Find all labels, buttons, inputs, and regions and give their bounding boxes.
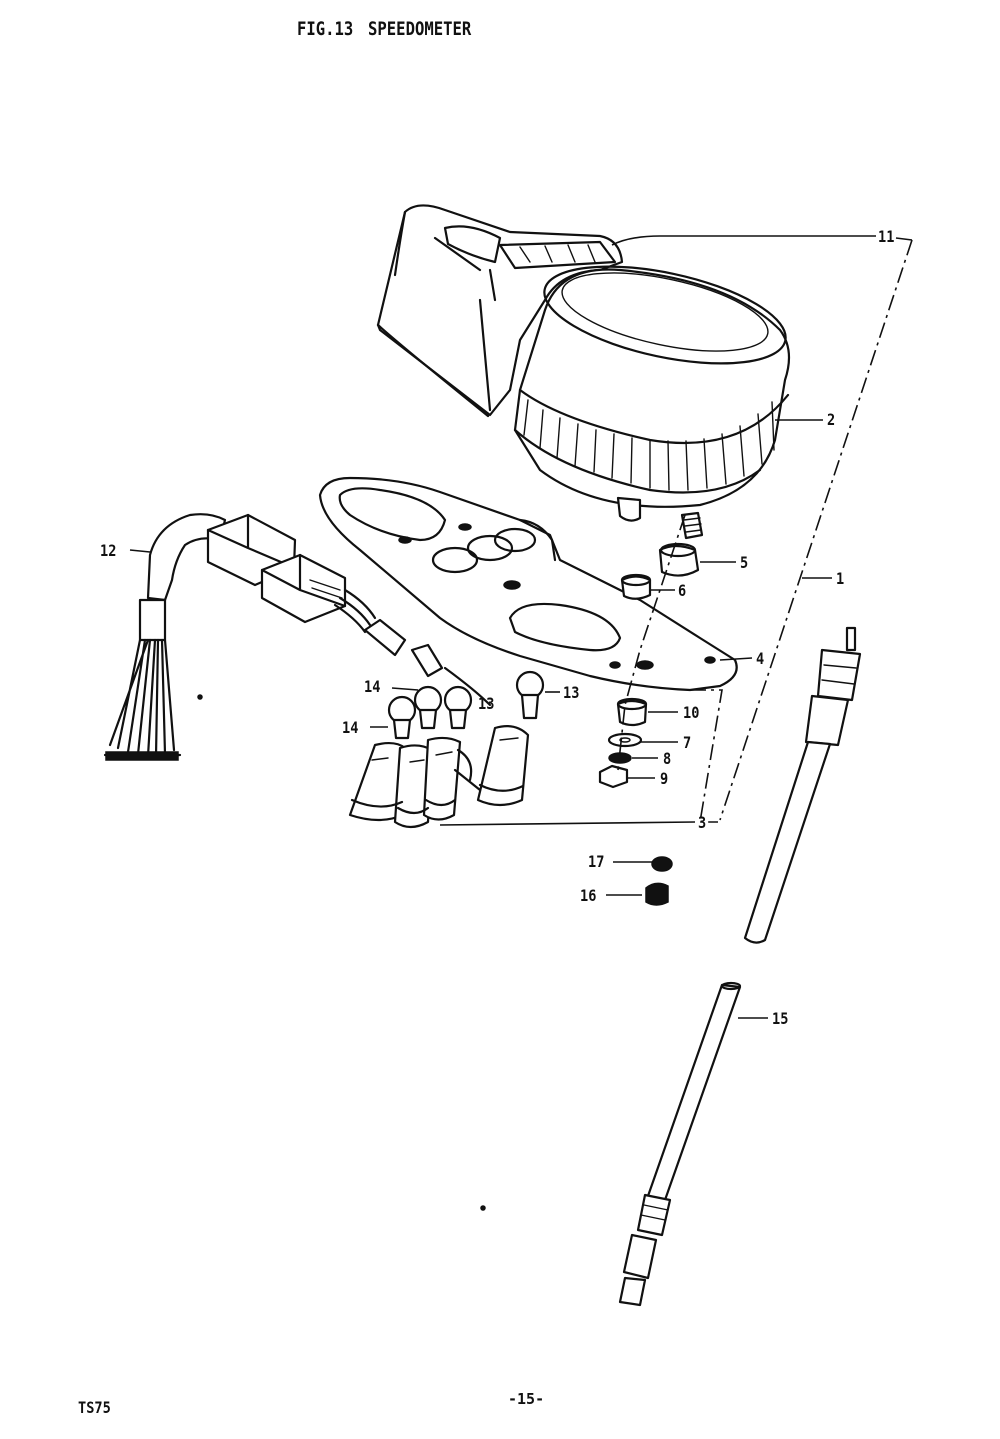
part-wiring-harness [103, 513, 492, 761]
part-base-plate [318, 476, 738, 692]
model-code: TS75 [78, 1398, 111, 1417]
part-grommet-5 [658, 542, 700, 577]
callout-16: 16 [580, 886, 597, 905]
part-nut-9 [598, 764, 629, 789]
page-number: -15- [508, 1390, 545, 1408]
callout-4: 4 [756, 649, 765, 668]
bulb-14a [387, 695, 417, 740]
callout-2: 2 [827, 410, 836, 429]
figure-title: FIG.13 SPEEDOMETER [297, 18, 471, 40]
callout-13-left: 13 [478, 694, 495, 713]
part-nut-16 [645, 882, 669, 906]
part-grommet-6 [620, 573, 652, 600]
callout-8: 8 [663, 749, 672, 768]
figure-name: SPEEDOMETER [368, 18, 472, 40]
callout-5: 5 [740, 553, 749, 572]
part-washer-17 [651, 856, 673, 872]
callout-17: 17 [588, 852, 605, 871]
callout-12: 12 [100, 541, 117, 560]
callout-6: 6 [678, 581, 687, 600]
bulb-13b [515, 670, 545, 720]
callout-11: 11 [878, 227, 895, 246]
callout-14-bottom: 14 [342, 718, 359, 737]
part-cable-inner-1 [743, 626, 862, 944]
callout-14-top: 14 [364, 677, 381, 696]
callout-3: 3 [698, 813, 707, 832]
callout-13-right: 13 [563, 683, 580, 702]
part-cable-outer-15 [618, 981, 742, 1307]
part-cushion-10 [616, 697, 648, 727]
figure-number: FIG.13 [297, 18, 354, 40]
leader-lines [129, 235, 913, 1019]
callout-1: 1 [836, 569, 845, 588]
callout-15: 15 [772, 1009, 789, 1028]
bulb-14b [413, 685, 443, 730]
part-housing-cover [376, 204, 624, 418]
bulb-13a [443, 685, 473, 730]
part-bulbs-and-sockets [348, 670, 545, 829]
callout-7: 7 [683, 733, 692, 752]
callout-9: 9 [660, 769, 669, 788]
part-speedometer-meter [513, 265, 791, 540]
part-washer-7 [607, 732, 643, 748]
callout-10: 10 [683, 703, 700, 722]
part-lock-washer-8 [608, 752, 632, 764]
